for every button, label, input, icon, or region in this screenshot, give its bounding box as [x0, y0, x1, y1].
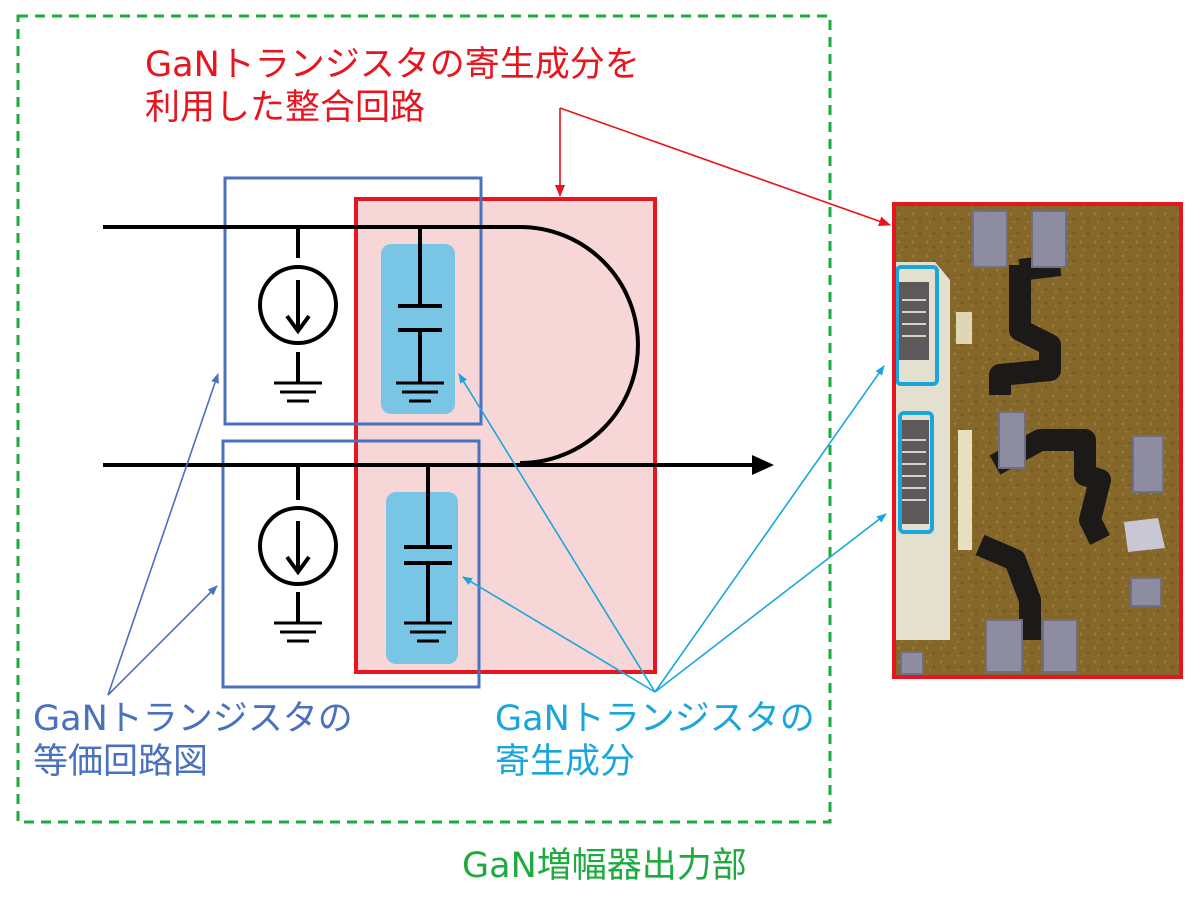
matching-circuit-label: GaNトランジスタの寄生成分を 利用した整合回路 — [145, 44, 640, 129]
matching-circuit-leaders — [555, 107, 891, 227]
ground-icon — [274, 621, 322, 643]
parasitic-leaders — [458, 365, 887, 693]
equivalent-circuit-leaders — [107, 373, 219, 696]
chip-parasitic-highlight-bottom — [898, 411, 934, 534]
current-source-icon — [258, 265, 338, 345]
equivalent-circuit-label-line2: 等価回路図 — [33, 741, 209, 782]
current-source-icon — [258, 506, 338, 586]
amplifier-output-frame — [16, 14, 832, 824]
equivalent-circuit-box-top — [223, 176, 483, 426]
chip-parasitic-highlight-top — [895, 265, 939, 386]
equivalent-circuit-box-bottom — [221, 439, 481, 689]
amplifier-output-label: GaN増幅器出力部 — [462, 846, 747, 886]
capacitor-icon — [404, 545, 452, 565]
matching-circuit-label-line1: GaNトランジスタの寄生成分を — [145, 45, 640, 85]
parasitic-component-label: GaNトランジスタの 寄生成分 — [495, 698, 815, 783]
ground-icon — [396, 381, 444, 403]
arrow-right-icon — [752, 455, 774, 475]
ground-icon — [404, 621, 452, 643]
equivalent-circuit-label: GaNトランジスタの 等価回路図 — [33, 698, 353, 783]
equivalent-circuit-label-line1: GaNトランジスタの — [33, 699, 353, 739]
matching-circuit-label-line2: 利用した整合回路 — [145, 87, 426, 128]
chip-photo — [892, 202, 1183, 679]
wiring — [103, 225, 758, 622]
parasitic-highlight-bottom — [386, 492, 458, 664]
ground-icon — [274, 381, 322, 403]
parasitic-component-label-line1: GaNトランジスタの — [495, 699, 815, 739]
parasitic-component-label-line2: 寄生成分 — [495, 741, 636, 782]
capacitor-icon — [398, 304, 442, 332]
